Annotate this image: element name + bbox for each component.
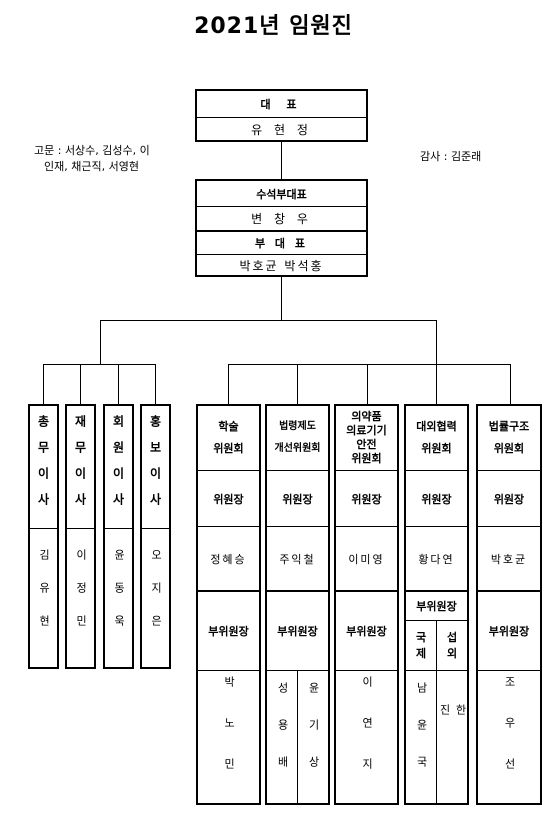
vice-chair-name: 윤기상 bbox=[307, 681, 320, 793]
vice-chair-name: 조우선 bbox=[478, 670, 540, 803]
connector-line bbox=[297, 364, 298, 404]
director-title: 홍보이사 bbox=[148, 415, 162, 519]
committee-name-line: 학술 bbox=[218, 420, 239, 433]
committee-box: 법률구조 위원회 위원장 박호균 부위원장 조우선 bbox=[476, 404, 542, 805]
director-box: 재무이사 이정민 bbox=[65, 404, 96, 669]
chair-label: 위원장 bbox=[478, 470, 540, 526]
vp-label: 부 대 표 bbox=[197, 230, 366, 254]
connector-line bbox=[43, 364, 44, 404]
committee-name-line: 위원회 bbox=[493, 442, 525, 455]
committee-box: 법령제도 개선위원회 위원장 주익철 부위원장 성용배 윤기상 bbox=[265, 404, 330, 805]
director-title: 재무이사 bbox=[73, 415, 87, 519]
vice-chair-label: 부위원장 bbox=[478, 590, 540, 670]
director-title: 총무이사 bbox=[36, 415, 50, 519]
president-label: 대 표 bbox=[260, 98, 303, 111]
committee-name-line: 대외협력 bbox=[416, 420, 457, 433]
sub-label-international: 국제 bbox=[415, 630, 427, 660]
vice-chair-label: 부위원장 bbox=[198, 590, 259, 670]
vice-president-box: 수석부대표 변 창 우 부 대 표 박호균 박석홍 bbox=[195, 179, 368, 277]
divider bbox=[436, 621, 437, 670]
advisors-line-1: 고문 : 서상수, 김성수, 이 bbox=[34, 144, 150, 157]
vice-chair-name: 박노민 bbox=[198, 670, 259, 803]
vp-names: 박호균 박석홍 bbox=[197, 254, 366, 275]
president-name: 유 현 정 bbox=[197, 117, 366, 140]
connector-line bbox=[228, 364, 229, 404]
connector-line bbox=[155, 364, 156, 404]
chair-name: 박호균 bbox=[478, 526, 540, 590]
committee-name-line: 개선위원회 bbox=[274, 443, 321, 454]
committee-name-line: 위원회 bbox=[213, 442, 244, 455]
committee-box: 학술 위원회 위원장 정혜승 부위원장 박노민 bbox=[196, 404, 261, 805]
vice-chair-label: 부위원장 bbox=[336, 590, 397, 670]
connector-line bbox=[43, 364, 156, 365]
committee-name: 법률구조 위원회 bbox=[478, 406, 540, 470]
advisors-line-2: 인재, 채근직, 서영현 bbox=[44, 160, 139, 173]
chair-name: 이미영 bbox=[336, 526, 397, 590]
committee-name-line: 의료기기 bbox=[346, 424, 387, 437]
vice-chair-names: 남윤국 한진 bbox=[406, 670, 467, 803]
committee-name-line: 위원회 bbox=[351, 452, 382, 465]
senior-vp-label: 수석부대표 bbox=[256, 187, 307, 201]
connector-line bbox=[228, 364, 511, 365]
director-name: 윤동욱 bbox=[105, 528, 132, 667]
director-name: 김유현 bbox=[30, 528, 57, 667]
chair-name: 정혜승 bbox=[198, 526, 259, 590]
connector-line bbox=[436, 364, 437, 404]
connector-line bbox=[367, 364, 368, 404]
chair-name: 황다연 bbox=[406, 526, 467, 590]
committee-name-line: 안전 bbox=[356, 438, 377, 451]
vice-chair-name: 이연지 bbox=[336, 670, 397, 803]
connector-line bbox=[281, 142, 282, 179]
vice-chair-name: 성용배 bbox=[276, 681, 289, 793]
connector-line bbox=[510, 364, 511, 404]
senior-vp-name: 변 창 우 bbox=[197, 206, 366, 230]
page-title: 2021년 임원진 bbox=[194, 14, 353, 39]
advisors-note: 고문 : 서상수, 김성수, 이 인재, 채근직, 서영현 bbox=[34, 143, 184, 175]
director-title: 회원이사 bbox=[111, 415, 125, 519]
vice-chair-label: 부위원장 bbox=[406, 590, 467, 620]
committee-name: 대외협력 위원회 bbox=[406, 406, 467, 470]
vice-chair-name: 한진 bbox=[438, 703, 467, 771]
divider bbox=[297, 671, 298, 803]
committee-name-line: 법률구조 bbox=[488, 420, 530, 433]
committee-name-line: 위원회 bbox=[421, 442, 452, 455]
committee-box: 대외협력 위원회 위원장 황다연 부위원장 국제 섭외 남윤국 한진 bbox=[404, 404, 469, 805]
connector-line bbox=[80, 364, 81, 404]
connector-line bbox=[100, 320, 437, 321]
director-box: 총무이사 김유현 bbox=[28, 404, 59, 669]
chair-label: 위원장 bbox=[198, 470, 259, 526]
vice-chair-names: 성용배 윤기상 bbox=[267, 670, 328, 803]
chair-label: 위원장 bbox=[406, 470, 467, 526]
committee-name-line: 의약품 bbox=[351, 410, 382, 423]
director-box: 홍보이사 오지은 bbox=[140, 404, 171, 669]
vice-chair-name: 남윤국 bbox=[415, 681, 428, 793]
committee-box: 의약품 의료기기 안전 위원회 위원장 이미영 부위원장 이연지 bbox=[334, 404, 399, 805]
committee-name: 학술 위원회 bbox=[198, 406, 259, 470]
vice-chair-label: 부위원장 bbox=[267, 590, 328, 670]
connector-line bbox=[281, 277, 282, 320]
divider bbox=[436, 671, 437, 803]
director-name: 오지은 bbox=[142, 528, 169, 667]
auditor-note: 감사 : 김준래 bbox=[420, 150, 482, 163]
chair-name: 주익철 bbox=[267, 526, 328, 590]
connector-line bbox=[436, 320, 437, 364]
committee-name: 의약품 의료기기 안전 위원회 bbox=[336, 406, 397, 470]
sub-label-external: 섭외 bbox=[446, 630, 458, 660]
president-box: 대 표 유 현 정 bbox=[195, 89, 368, 142]
connector-line bbox=[100, 320, 101, 364]
director-name: 이정민 bbox=[67, 528, 94, 667]
committee-name: 법령제도 개선위원회 bbox=[267, 406, 328, 470]
chair-label: 위원장 bbox=[267, 470, 328, 526]
chair-label: 위원장 bbox=[336, 470, 397, 526]
director-box: 회원이사 윤동욱 bbox=[103, 404, 134, 669]
connector-line bbox=[118, 364, 119, 404]
vice-chair-sublabels: 국제 섭외 bbox=[406, 620, 467, 670]
committee-name-line: 법령제도 bbox=[279, 421, 316, 432]
